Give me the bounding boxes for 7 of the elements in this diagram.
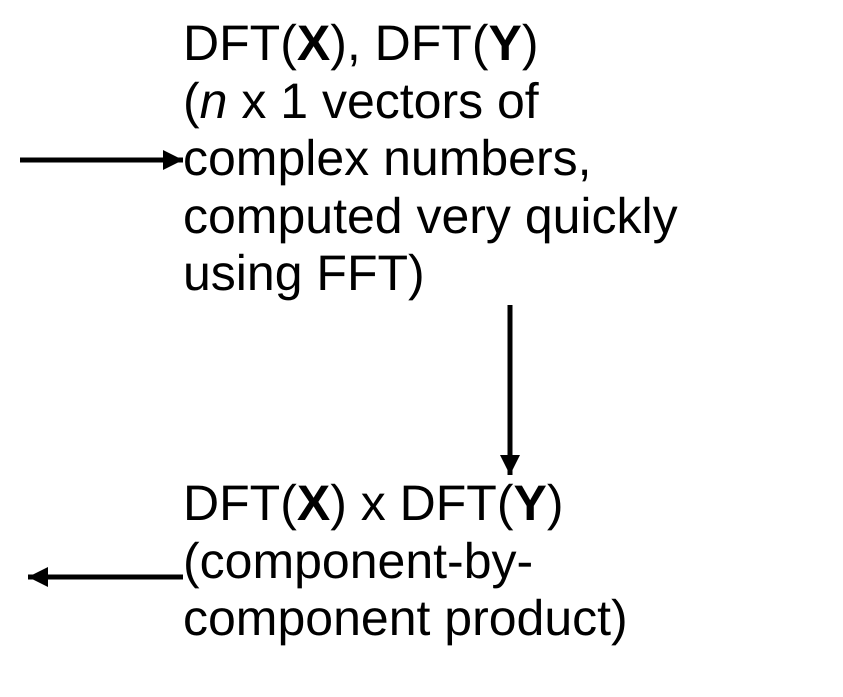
arrow bbox=[500, 305, 520, 475]
heading-text: DFT(X) x DFT(Y) bbox=[183, 475, 564, 532]
arrow bbox=[20, 150, 183, 170]
description-text: (component-by-component product) bbox=[183, 532, 629, 648]
heading-text: DFT(X), DFT(Y) bbox=[183, 15, 540, 72]
arrow bbox=[28, 567, 183, 587]
description-text: (n x 1 vectors of complex numbers, computed very quickly using FFT) bbox=[183, 72, 679, 302]
